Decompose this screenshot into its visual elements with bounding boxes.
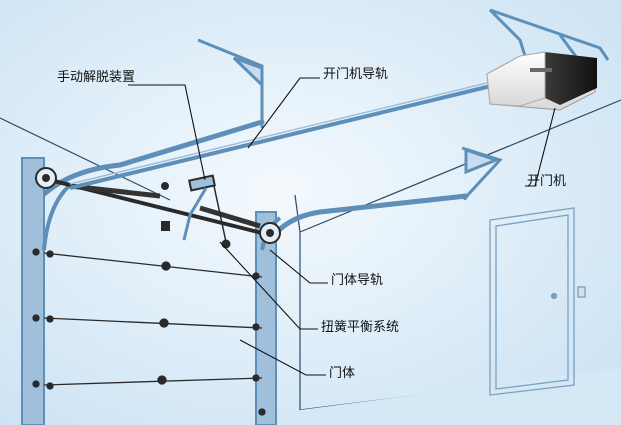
room-outline [0, 99, 621, 425]
rail-hanger-right [461, 146, 503, 200]
manual-release [161, 174, 231, 249]
interior-door-icon [489, 207, 586, 396]
callout-leaders [128, 77, 556, 376]
torsion-spring [35, 167, 281, 244]
label-manual-release: 手动解脱装置 [57, 70, 136, 85]
rail-hanger-left [197, 38, 264, 128]
label-door-rail: 门体导轨 [331, 273, 384, 288]
label-torsion-spring: 扭簧平衡系统 [321, 320, 400, 335]
door-frame [21, 157, 282, 425]
label-door-body: 门体 [329, 366, 356, 381]
label-opener: 开门机 [527, 174, 567, 189]
garage-door-opener-icon [486, 51, 597, 111]
label-opener-rail: 开门机导轨 [323, 67, 389, 82]
opener-rail [69, 80, 496, 190]
floor-strip [262, 368, 621, 425]
door-panels [32, 248, 266, 416]
